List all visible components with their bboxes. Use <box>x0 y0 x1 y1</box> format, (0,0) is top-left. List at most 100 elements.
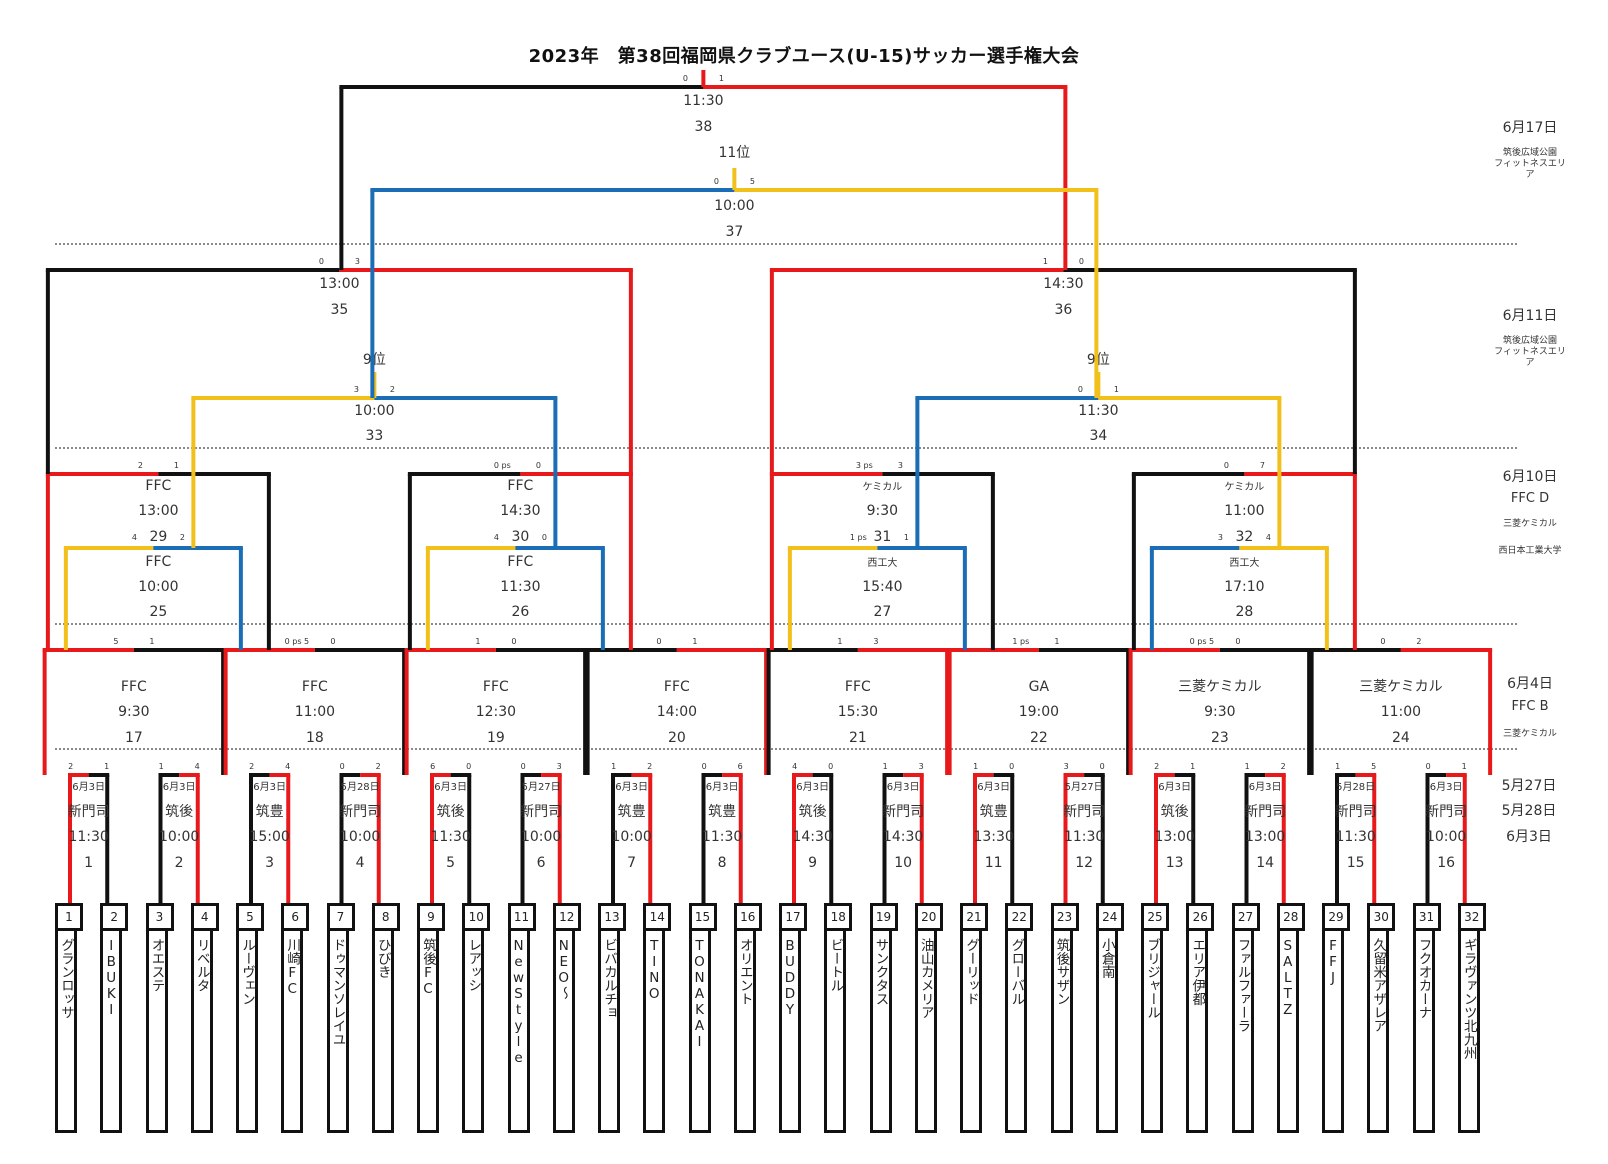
team-name: ルーヴェン <box>239 938 255 1006</box>
score-right: 0 <box>466 762 471 771</box>
score-left: 0 <box>1380 637 1385 646</box>
round-field-r2: FFC B <box>1511 699 1549 714</box>
match-number: 15 <box>1347 855 1365 871</box>
match-time: 11:30 <box>500 579 540 595</box>
team-name: リベルタ <box>193 938 210 992</box>
score-left: 0 <box>1426 762 1431 771</box>
team-name: グローバル <box>1008 938 1025 1006</box>
score-right: 1 <box>904 533 909 542</box>
team-name: 筑後FC <box>420 938 436 997</box>
team-number: 30 <box>1367 903 1396 931</box>
score-right: 1 <box>1190 762 1195 771</box>
team-box: 4 リベルタ <box>190 903 219 1133</box>
team-number: 14 <box>643 903 672 931</box>
match-number: 6 <box>537 855 546 871</box>
round-venue-r3-b: 西日本工業大学 <box>1498 546 1562 556</box>
match-time: 11:30 <box>1335 829 1375 845</box>
team-name: ドゥマンソレイユ <box>329 938 346 1046</box>
match-number: 29 <box>149 529 167 545</box>
match-number: 35 <box>330 302 348 318</box>
round-venue-r3-a: 三菱ケミカル <box>1503 519 1557 529</box>
match-time: 9:30 <box>118 704 149 720</box>
score-right: 2 <box>376 762 381 771</box>
score-left: 1 <box>475 637 480 646</box>
score-right: 0 <box>542 533 547 542</box>
team-number: 19 <box>869 903 898 931</box>
round-date-r1-c: 6月3日 <box>1506 829 1552 845</box>
score-right: 6 <box>738 762 743 771</box>
team-box: 1 グランロッサ <box>55 903 83 1133</box>
team-number: 32 <box>1457 903 1486 931</box>
match-number: 20 <box>668 730 686 746</box>
team-number: 4 <box>190 903 219 931</box>
match-number: 34 <box>1089 428 1107 444</box>
team-name: グランロッサ <box>58 938 74 1019</box>
score-left: 3 ps <box>856 461 873 470</box>
match-venue: 三菱ケミカル <box>1178 679 1262 695</box>
score-right: 1 <box>1114 385 1119 394</box>
match-number: 22 <box>1030 730 1048 746</box>
score-left: 1 <box>883 762 888 771</box>
match-time: 13:30 <box>973 829 1013 845</box>
match-venue: 筑豊 <box>980 804 1008 820</box>
match-time: 14:30 <box>1043 276 1083 292</box>
match-number: 5 <box>446 855 455 871</box>
score-left: 1 <box>1335 762 1340 771</box>
match-time: 11:30 <box>702 829 742 845</box>
team-number: 31 <box>1412 903 1441 931</box>
match-time: 14:00 <box>657 704 697 720</box>
match-venue: 新門司 <box>1425 804 1467 820</box>
match-time: 11:00 <box>295 704 335 720</box>
score-left: 1 <box>973 762 978 771</box>
match-date: 5月28日 <box>1336 781 1375 793</box>
team-number: 26 <box>1186 903 1215 931</box>
match-number: 31 <box>873 529 891 545</box>
match-time: 10:00 <box>714 198 754 214</box>
match-number: 7 <box>627 855 636 871</box>
match-venue: 筑豊 <box>618 804 646 820</box>
score-right: 3 <box>355 257 360 266</box>
match-number: 17 <box>125 730 143 746</box>
score-left: 1 <box>611 762 616 771</box>
score-right: 0 <box>330 637 335 646</box>
score-right: 1 <box>1462 762 1467 771</box>
team-name: サンクタス <box>872 938 889 1006</box>
match-time: 10:00 <box>354 403 394 419</box>
match-date: 6月3日 <box>434 781 467 793</box>
score-right: 0 <box>1235 637 1240 646</box>
match-number: 25 <box>149 604 167 620</box>
score-right: 0 <box>511 637 516 646</box>
match-venue: 筑豊 <box>256 804 284 820</box>
match-time: 11:30 <box>1078 403 1118 419</box>
round-field-r3: FFC D <box>1510 491 1550 506</box>
match-number: 11 <box>985 855 1003 871</box>
team-number: 1 <box>55 903 83 931</box>
team-name: NewStyle <box>510 938 527 1066</box>
round-date-r1-a: 5月27日 <box>1501 778 1557 794</box>
match-venue: FFC <box>664 679 690 695</box>
venue-line: 筑後広域公園 <box>1502 336 1557 346</box>
match-number: 24 <box>1392 730 1410 746</box>
match-time: 13:00 <box>1154 829 1194 845</box>
match-venue: 新門司 <box>1335 804 1377 820</box>
match-venue: FFC <box>121 679 147 695</box>
match-time: 11:30 <box>430 829 470 845</box>
team-number: 8 <box>371 903 400 931</box>
match-time: 15:30 <box>838 704 878 720</box>
match-venue: 三菱ケミカル <box>1359 679 1443 695</box>
score-left: 4 <box>132 533 137 542</box>
match-time: 19:00 <box>1019 704 1059 720</box>
match-time: 10:00 <box>340 829 380 845</box>
score-right: 3 <box>898 461 903 470</box>
match-venue: FFC <box>483 679 509 695</box>
match-venue: FFC <box>845 679 871 695</box>
match-time: 14:30 <box>883 829 923 845</box>
